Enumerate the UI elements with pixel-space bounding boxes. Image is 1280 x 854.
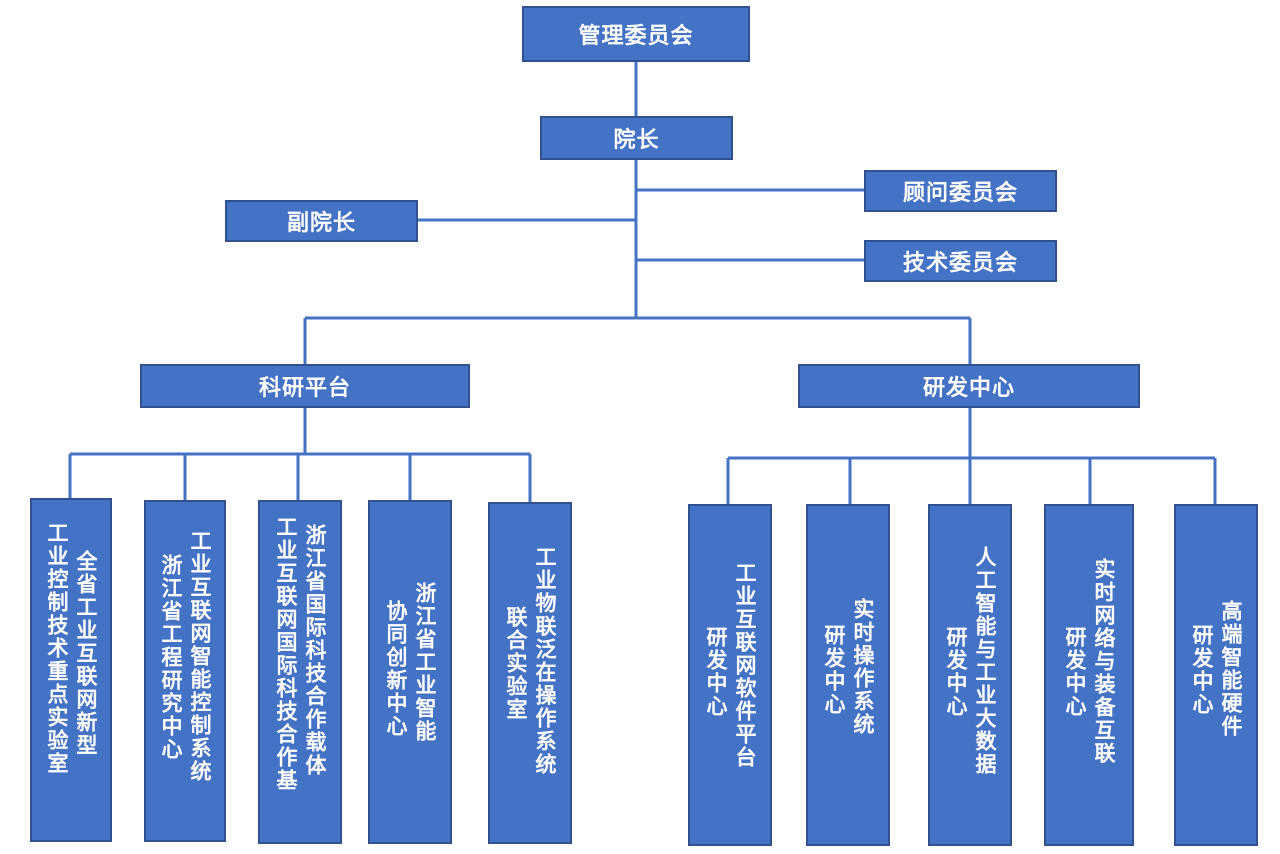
management-committee-label: 管理委员会 xyxy=(578,24,694,49)
rd-unit-5-line1: 高端智能硬件 xyxy=(1219,600,1243,738)
management-committee-box: 管理委员会 xyxy=(522,6,750,62)
advisory-committee-label: 顾问委员会 xyxy=(902,181,1018,206)
research-unit-5-line2: 联合实验室 xyxy=(504,606,528,721)
technical-committee-label: 技术委员会 xyxy=(902,251,1018,276)
research-unit-1: 全省工业互联网新型 工业控制技术重点实验室 xyxy=(30,498,112,842)
rd-unit-4-line1: 实时网络与装备互联 xyxy=(1092,558,1116,765)
vice-president-label: 副院长 xyxy=(286,211,356,236)
rd-unit-4: 实时网络与装备互联 研发中心 xyxy=(1044,504,1134,846)
rd-unit-1-line1: 工业互联网软件平台 xyxy=(733,562,757,769)
research-unit-5: 工业物联泛在操作系统 联合实验室 xyxy=(488,502,572,844)
research-unit-5-line1: 工业物联泛在操作系统 xyxy=(533,546,557,776)
research-unit-3-line1: 浙江省国际科技合作载体 xyxy=(303,524,327,777)
president-box: 院长 xyxy=(540,116,733,160)
rd-center-box: 研发中心 xyxy=(798,364,1140,408)
research-unit-2-line2: 浙江省工程研究中心 xyxy=(159,554,183,761)
research-unit-3-line2: 工业互联网国际科技合作基 xyxy=(274,516,298,792)
technical-committee-box: 技术委员会 xyxy=(864,240,1057,282)
rd-unit-4-line2: 研发中心 xyxy=(1063,626,1087,718)
research-unit-1-line1: 全省工业互联网新型 xyxy=(74,550,98,757)
research-platform-box: 科研平台 xyxy=(140,364,470,408)
vice-president-box: 副院长 xyxy=(225,200,418,242)
research-unit-2: 工业互联网智能控制系统 浙江省工程研究中心 xyxy=(144,500,226,842)
research-unit-4-line1: 浙江省工业智能 xyxy=(413,582,437,743)
research-unit-2-line1: 工业互联网智能控制系统 xyxy=(188,530,212,783)
rd-unit-3-line2: 研发中心 xyxy=(944,626,968,718)
rd-unit-3: 人工智能与工业大数据 研发中心 xyxy=(928,504,1012,846)
research-platform-label: 科研平台 xyxy=(258,376,351,401)
rd-unit-3-line1: 人工智能与工业大数据 xyxy=(973,546,997,776)
research-unit-3: 浙江省国际科技合作载体 工业互联网国际科技合作基 xyxy=(258,500,342,844)
rd-unit-1: 工业互联网软件平台 研发中心 xyxy=(688,504,772,846)
rd-unit-2: 实时操作系统 研发中心 xyxy=(806,504,890,846)
research-unit-4: 浙江省工业智能 协同创新中心 xyxy=(368,500,452,844)
rd-unit-5-line2: 研发中心 xyxy=(1190,624,1214,716)
rd-center-label: 研发中心 xyxy=(922,376,1015,401)
advisory-committee-box: 顾问委员会 xyxy=(864,170,1057,212)
rd-unit-5: 高端智能硬件 研发中心 xyxy=(1174,504,1258,846)
research-unit-1-line2: 工业控制技术重点实验室 xyxy=(45,522,69,775)
rd-unit-2-line2: 研发中心 xyxy=(822,624,846,716)
president-label: 院长 xyxy=(613,128,660,153)
rd-unit-1-line2: 研发中心 xyxy=(704,626,728,718)
research-unit-4-line2: 协同创新中心 xyxy=(384,600,408,738)
rd-unit-2-line1: 实时操作系统 xyxy=(851,598,875,736)
